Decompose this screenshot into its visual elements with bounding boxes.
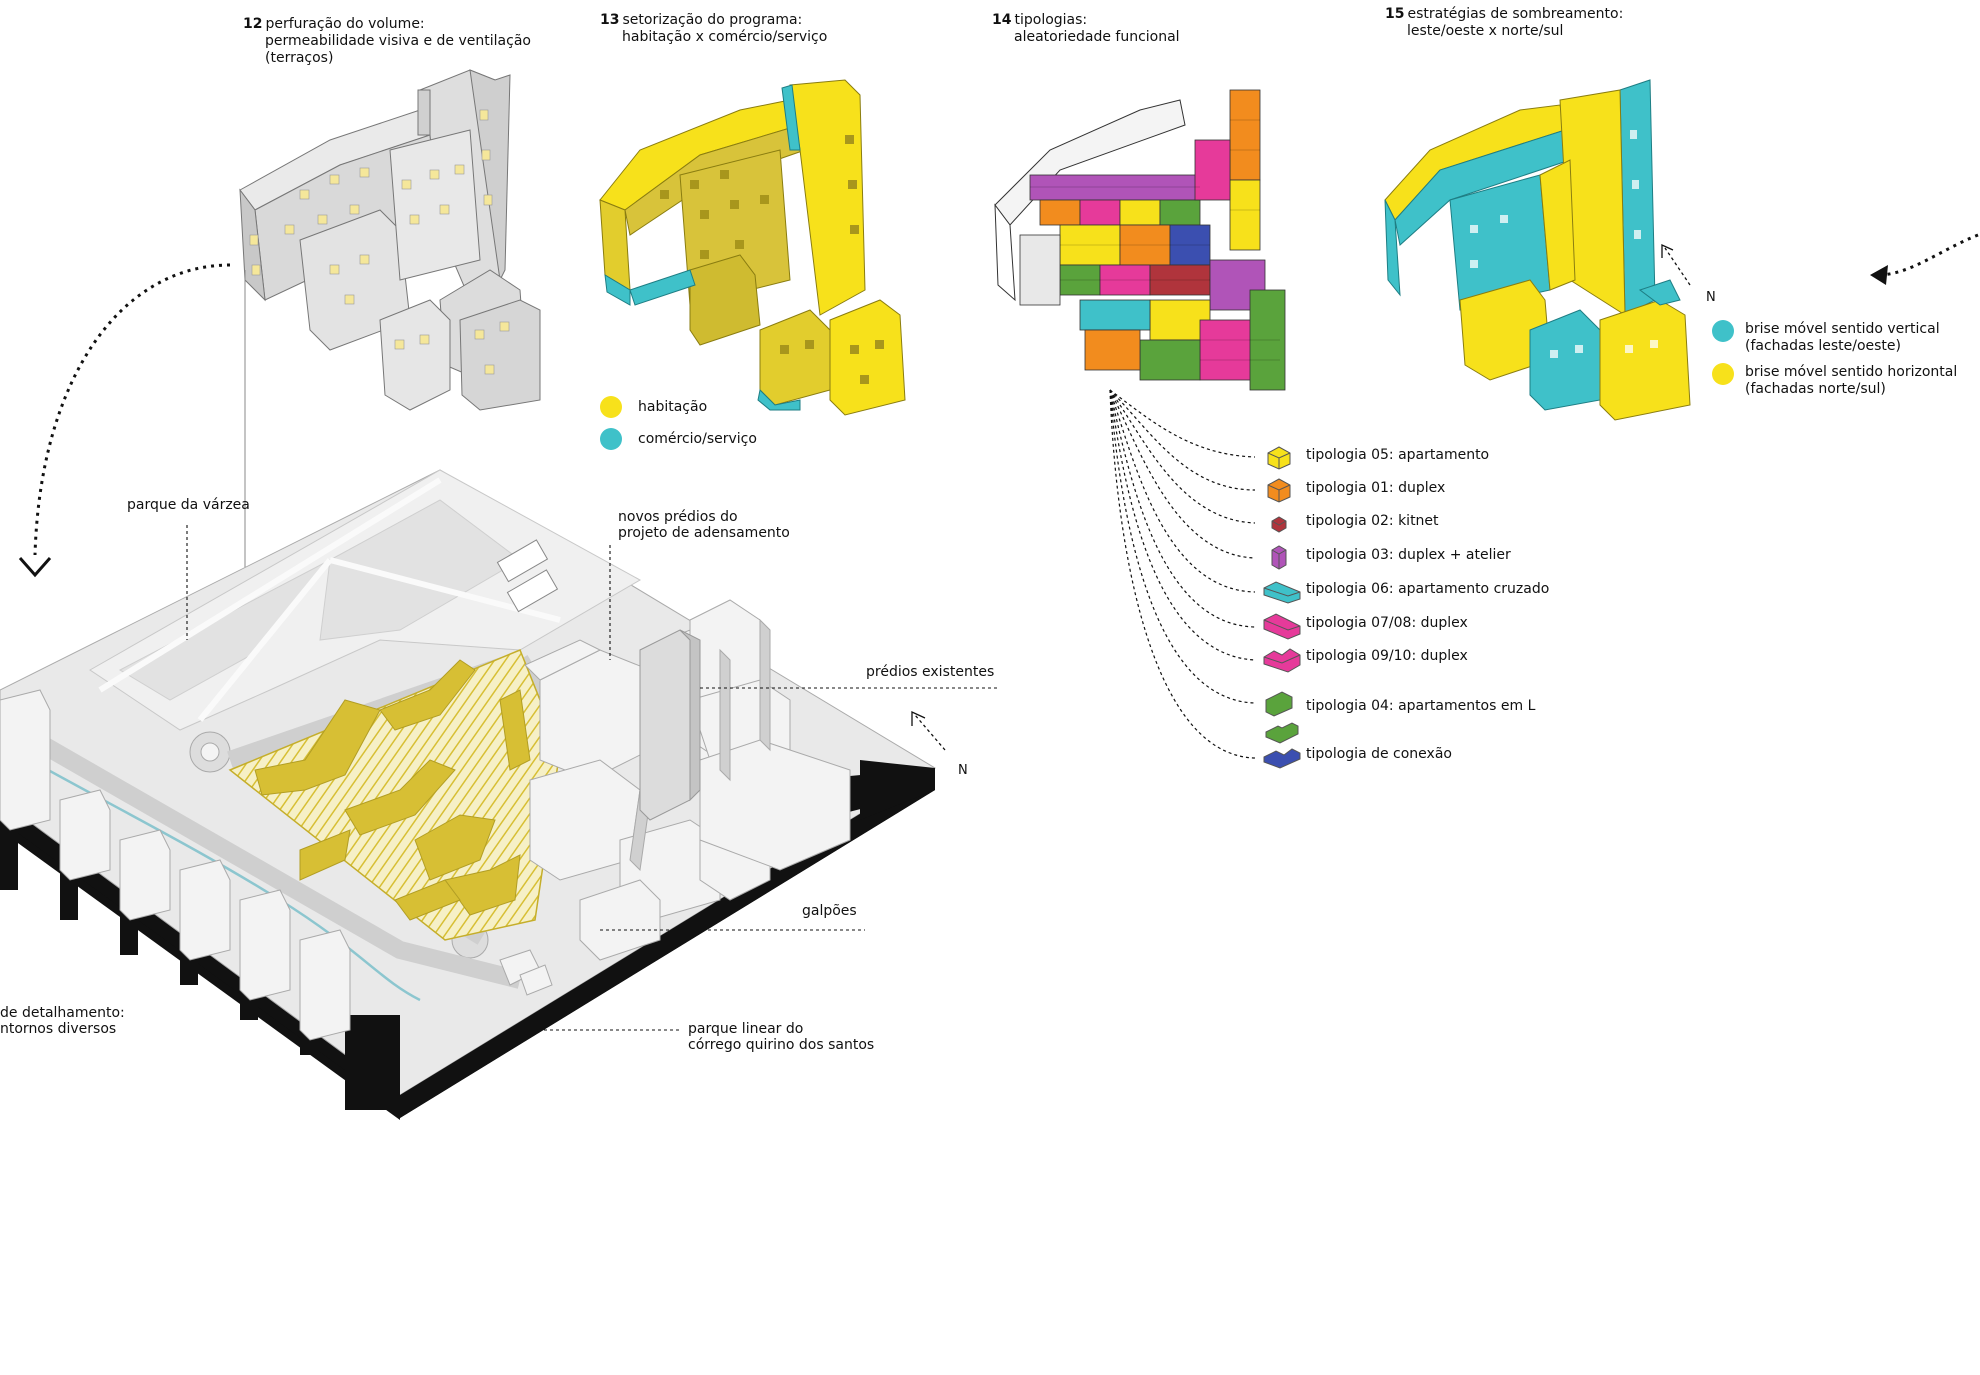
- legend-dot-brise-vertical: [1712, 320, 1734, 342]
- stepped-block-icon: [1263, 613, 1301, 640]
- label-detalhamento: de detalhamento:ntornos diversos: [0, 1005, 125, 1037]
- shading-model: [1384, 79, 1691, 421]
- long-block-icon: [1263, 581, 1301, 604]
- typologies-model: [994, 89, 1286, 391]
- program-sectorization-model: [599, 79, 906, 416]
- legend-dot-habitacao: [600, 396, 622, 418]
- cube-icon: [1267, 446, 1291, 470]
- label-parque-varzea: parque da várzea: [127, 497, 250, 513]
- label-predios-existentes: prédios existentes: [866, 664, 995, 680]
- site-leaders: [186, 525, 998, 1031]
- label-galpoes: galpões: [802, 903, 857, 919]
- legend-brise-horizontal: brise móvel sentido horizontal(fachadas …: [1745, 364, 1958, 397]
- arrow-right-head: [1870, 265, 1888, 285]
- north-label-site: N: [958, 763, 968, 778]
- typology-leader-fan: [1109, 389, 1256, 759]
- stepped-block-icon: [1263, 648, 1301, 673]
- cube-icon: [1267, 478, 1291, 503]
- legend-habitacao: habitação: [638, 399, 708, 415]
- north-label-top: N: [1706, 290, 1716, 305]
- small-block-icon: [1271, 516, 1287, 533]
- volume-perforation-model: [239, 69, 541, 411]
- legend-dot-brise-horizontal: [1712, 363, 1734, 385]
- legend-dot-comercio: [600, 428, 622, 450]
- arrow-left-head: [18, 557, 52, 578]
- north-arrow-site: [911, 710, 946, 751]
- connector-block-icon: [1263, 748, 1301, 769]
- legend-comercio: comércio/serviço: [638, 431, 757, 447]
- tall-block-icon: [1271, 545, 1287, 570]
- legend-brise-vertical: brise móvel sentido vertical(fachadas le…: [1745, 321, 1940, 354]
- l-block-icon: [1265, 691, 1299, 744]
- arrow-right-curve: [1877, 233, 1979, 277]
- north-arrow-top: [1661, 243, 1691, 286]
